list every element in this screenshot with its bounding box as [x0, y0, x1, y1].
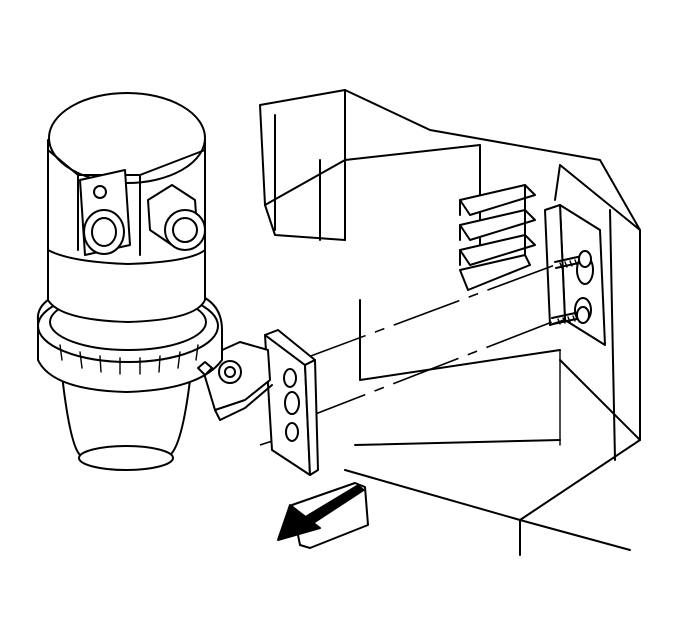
inlet-fitting	[79, 169, 131, 256]
clamp-bolt	[197, 360, 242, 384]
direction-arrow-icon	[277, 482, 369, 549]
accumulator-canister	[36, 92, 223, 471]
vehicle-body-panel	[259, 89, 641, 556]
outlet-fitting	[147, 184, 206, 251]
mounting-bolt-lower	[551, 306, 590, 325]
mounting-bolt-upper	[554, 250, 592, 269]
